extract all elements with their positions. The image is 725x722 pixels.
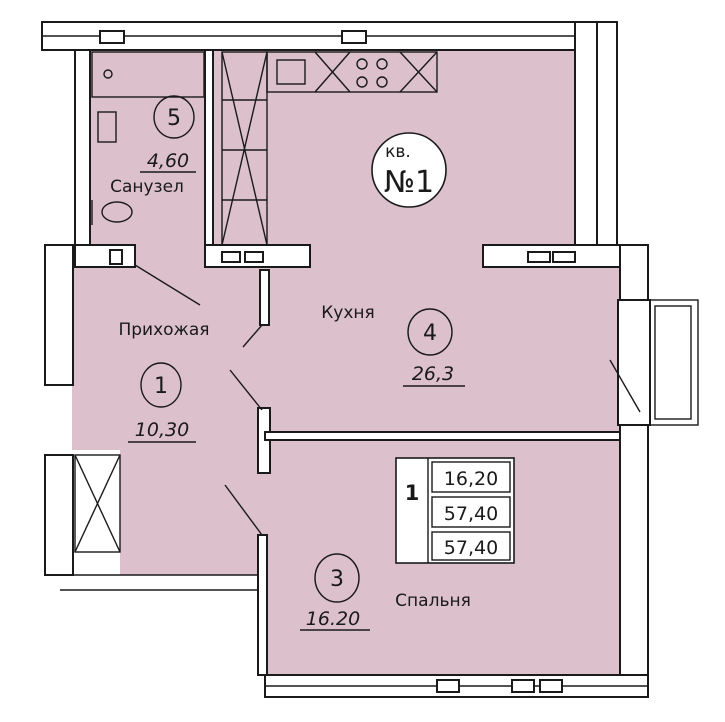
hallway-area [72,265,267,450]
room-hallway: Прихожая 1 10,30 [118,320,210,443]
room-area-hallway: 10,30 [135,419,189,441]
room-name-bedroom: Спальня [395,591,471,611]
room-name-bathroom: Санузел [110,177,184,197]
summary-total-area-with-balcony: 57,40 [444,537,498,559]
bathroom-fixtures [91,51,205,225]
room-number-bedroom: 3 [330,567,344,592]
summary-living-area: 16,20 [444,468,498,490]
kitchen-fixtures [221,51,438,246]
area-summary-table: 1 16,20 57,40 57,40 [395,457,515,564]
room-area-bathroom: 4,60 [147,150,189,172]
apartment-badge: кв. №1 [371,132,447,208]
room-number-hallway: 1 [154,374,168,399]
walls [41,21,699,698]
summary-total-area: 57,40 [444,503,498,525]
bathroom-area [90,50,210,265]
apartment-number: №1 [384,165,434,200]
hallway-wardrobe [74,454,121,553]
room-number-bathroom: 5 [167,106,181,131]
room-bedroom: 3 16.20 Спальня [300,553,471,631]
windows [99,30,576,693]
room-bathroom: 5 4,60 Санузел [110,95,196,197]
doors [134,264,641,536]
hallway-lower-area [120,440,267,575]
room-name-kitchen: Кухня [321,303,375,323]
apartment-prefix: кв. [385,142,411,162]
room-fills [72,50,620,675]
summary-rooms-count: 1 [405,481,420,505]
room-kitchen: Кухня 4 26,3 [321,303,465,387]
room-number-kitchen: 4 [423,321,437,346]
room-area-bedroom: 16.20 [306,608,360,630]
room-name-hallway: Прихожая [118,320,209,340]
room-area-kitchen: 26,3 [412,363,454,385]
